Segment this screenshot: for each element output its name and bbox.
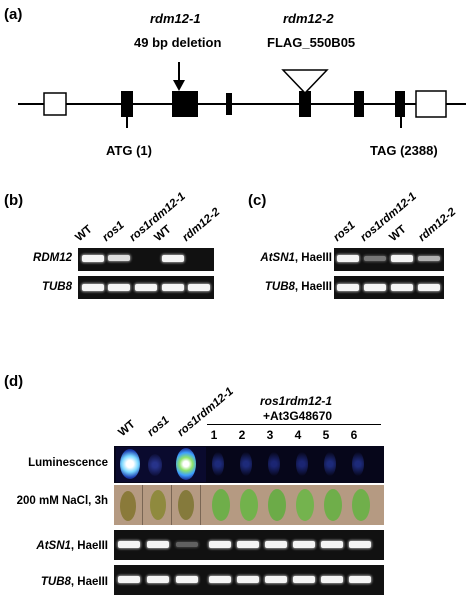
panel-d-line-number: 4 xyxy=(294,428,302,442)
panel-d-line-number: 6 xyxy=(350,428,358,442)
atg-label: ATG (1) xyxy=(106,143,152,158)
utr3-box xyxy=(415,90,447,118)
panel-b-gel-rdm12 xyxy=(78,248,214,271)
panel-d-group-line2: +At3G48670 xyxy=(263,409,333,423)
panel-b-gel-tub8 xyxy=(78,276,214,299)
allele-rdm12-1-name: rdm12-1 xyxy=(150,11,201,26)
panel-d-line-number: 2 xyxy=(238,428,246,442)
panel-d-leaf-image xyxy=(114,485,384,525)
panel-d-row-label: AtSN1, HaeIII xyxy=(36,540,108,552)
panel-c-gel-tub8 xyxy=(334,276,444,299)
panel-d-group-line1: ros1rdm12-1 xyxy=(260,394,333,408)
tag-label: TAG (2388) xyxy=(370,143,438,158)
panel-d-row-label: Luminescence xyxy=(28,457,108,469)
panel-c-label: (c) xyxy=(248,192,267,209)
panel-d-label: (d) xyxy=(4,373,24,390)
allele-rdm12-1-desc: 49 bp deletion xyxy=(134,35,222,50)
panel-d-gel-tub8 xyxy=(114,565,384,595)
panel-d-line-number: 3 xyxy=(266,428,274,442)
deletion-arrow-head xyxy=(173,80,185,91)
panel-d-luminescence-image xyxy=(114,446,384,483)
panel-d-line-number: 5 xyxy=(322,428,330,442)
panel-c-row-label: TUB8, HaeIII xyxy=(264,281,332,293)
panel-d-line-number: 1 xyxy=(210,428,218,442)
exon-6 xyxy=(395,91,405,117)
panel-d-group-bracket xyxy=(207,424,381,425)
panel-c-row-label: AtSN1, HaeIII xyxy=(260,252,332,264)
exon-4 xyxy=(299,91,311,117)
allele-rdm12-2-name: rdm12-2 xyxy=(283,11,334,26)
panel-d-gel-atsn1 xyxy=(114,530,384,560)
panel-b-row-label: RDM12 xyxy=(33,252,72,264)
exon-2 xyxy=(172,91,198,117)
panel-b-label: (b) xyxy=(4,192,24,209)
panel-d-row-label: 200 mM NaCl, 3h xyxy=(16,495,108,507)
allele-rdm12-2-desc: FLAG_550B05 xyxy=(267,35,356,50)
panel-d-row-label: TUB8, HaeIII xyxy=(40,576,108,588)
panel-b-row-label: TUB8 xyxy=(41,281,72,293)
panel-c-gel-atsn1 xyxy=(334,248,444,271)
exon-3 xyxy=(226,93,232,115)
exon-1 xyxy=(121,91,133,117)
utr5-box xyxy=(43,92,67,116)
exon-5 xyxy=(354,91,364,117)
panel-a-label: (a) xyxy=(4,6,23,23)
insertion-triangle xyxy=(281,69,329,95)
